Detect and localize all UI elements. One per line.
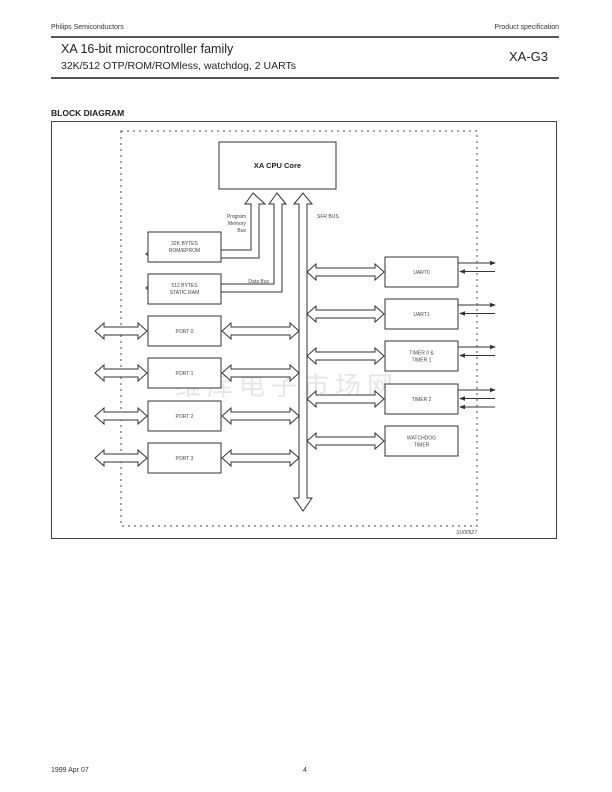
document-type: Product specification — [494, 24, 559, 31]
cpu-core-block: XA CPU Core — [218, 141, 337, 190]
port-block: PORT 3 — [147, 442, 222, 474]
peripheral-bus-arrow — [306, 431, 385, 451]
peripheral-bus-arrow — [306, 389, 385, 409]
part-number: XA-G3 — [508, 49, 548, 64]
peripheral-bus-arrow — [306, 262, 385, 282]
section-title: BLOCK DIAGRAM — [51, 108, 125, 118]
peripheral-bus-arrow — [306, 304, 385, 324]
document-subtitle: 32K/512 OTP/ROM/ROMless, watchdog, 2 UAR… — [61, 60, 296, 72]
peripheral-bus-arrow — [306, 346, 385, 366]
diagram-frame — [51, 121, 557, 539]
port-block: PORT 0 — [147, 315, 222, 347]
peripheral-block-label-1: UART1 — [413, 312, 430, 318]
program-memory-bus-label-3: Bus — [237, 228, 246, 234]
peripheral-block: TIMER 2 — [384, 383, 459, 415]
peripheral-block-label-2: TIMER 1 — [412, 358, 432, 364]
port-external-arrow — [94, 448, 148, 468]
port-external-arrow — [94, 406, 148, 426]
port-bus-arrow — [221, 363, 300, 383]
peripheral-block-label-1: WATCHDOG — [407, 436, 436, 442]
document-title: XA 16-bit microcontroller family — [61, 42, 234, 56]
port-block: PORT 1 — [147, 357, 222, 389]
header-rule-bottom — [51, 77, 559, 79]
port-bus-arrow — [221, 448, 300, 468]
port-external-arrow — [94, 363, 148, 383]
port-block-label-1: PORT 1 — [176, 371, 194, 377]
page-number: 4 — [303, 767, 307, 774]
rom-block: 32K BYTES ROM/EPROM — [147, 231, 222, 263]
peripheral-block-label-1: TIMER 0 & — [409, 351, 434, 357]
port-bus-arrow — [221, 406, 300, 426]
port-block-label-1: PORT 0 — [176, 329, 194, 335]
peripheral-block-label-1: TIMER 2 — [412, 397, 432, 403]
header-rule-top — [51, 36, 559, 38]
peripheral-block: UART1 — [384, 298, 459, 330]
data-bus-label: Data Bus — [248, 279, 269, 285]
chip-boundary — [120, 130, 478, 527]
port-block-label-1: PORT 2 — [176, 414, 194, 420]
port-block: PORT 2 — [147, 400, 222, 432]
company-name: Philips Semiconductors — [51, 24, 124, 31]
program-memory-bus-label-2: Memory — [228, 221, 247, 227]
rom-label-1: 32K BYTES — [171, 241, 198, 247]
port-bus-arrow — [221, 321, 300, 341]
peripheral-block-label-1: UART0 — [413, 270, 430, 276]
ram-label-2: STATIC RAM — [170, 290, 200, 296]
peripheral-block: UART0 — [384, 256, 459, 288]
peripheral-block: TIMER 0 &TIMER 1 — [384, 340, 459, 372]
ram-label-1: 512 BYTES — [171, 283, 198, 289]
port-block-label-1: PORT 3 — [176, 456, 194, 462]
ram-block: 512 BYTES STATIC RAM — [147, 273, 222, 305]
sfr-bus-label: SFR BUS — [317, 214, 339, 220]
cpu-core-label: XA CPU Core — [254, 161, 301, 170]
peripheral-block-label-2: TIMER — [414, 443, 430, 449]
footer-date: 1999 Apr 07 — [51, 767, 89, 774]
port-external-arrow — [94, 321, 148, 341]
program-memory-bus-label-1: Program — [227, 214, 246, 220]
figure-id: SU00527 — [456, 530, 477, 536]
rom-label-2: ROM/EPROM — [169, 248, 200, 254]
sfr-bus-arrow — [292, 192, 314, 512]
